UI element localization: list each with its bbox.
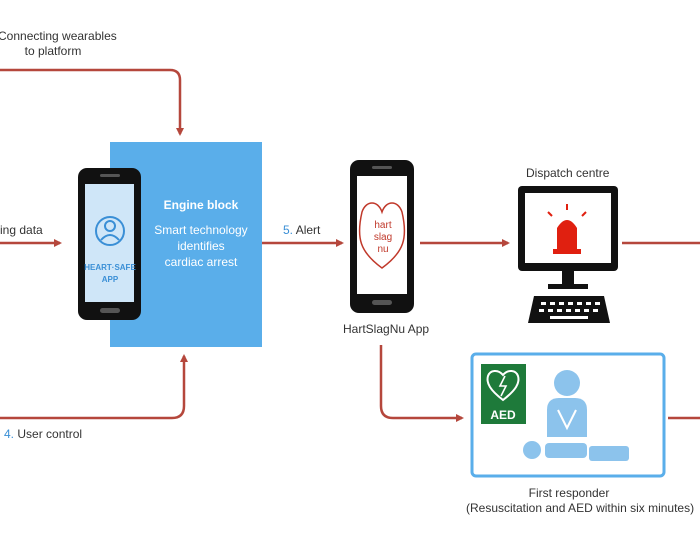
- connecting-wearables-line2: to platform: [24, 44, 82, 58]
- alert-number: 5.: [283, 223, 294, 237]
- alert-text: Alert: [295, 223, 321, 237]
- responder-person-icon: [523, 370, 629, 461]
- user-control-text: User control: [17, 427, 83, 441]
- engine-block-title: Engine block: [163, 198, 239, 212]
- connecting-wearables-label: Connecting wearables to platform: [0, 29, 117, 59]
- dispatch-computer: [518, 186, 618, 323]
- arrow-connecting-wearables: [0, 68, 184, 136]
- engine-line-3: cardiac arrest: [164, 255, 238, 269]
- arrows: [0, 68, 700, 422]
- arrow-user-control: [0, 354, 188, 420]
- engine-block-text: Smart technology identifies cardiac arre…: [140, 222, 262, 270]
- user-control-number: 4.: [4, 427, 15, 441]
- hartslagnu-heart-icon: [358, 202, 406, 269]
- user-icon: [95, 216, 125, 246]
- arrow-to-first-responder: [379, 345, 464, 422]
- hartslagnu-logo-1: hart: [374, 220, 391, 231]
- keyboard-icon: [528, 296, 610, 323]
- hartslagnu-app-label: HartSlagNu App: [343, 322, 430, 336]
- sending-data-label: ing data: [0, 223, 43, 237]
- dispatch-centre-label: Dispatch centre: [526, 166, 610, 180]
- alert-label: 5. Alert: [283, 223, 320, 238]
- hartslagnu-phone: hart slag nu: [350, 160, 414, 313]
- siren-icon: [547, 204, 587, 254]
- connecting-wearables-line1: Connecting wearables: [0, 29, 117, 43]
- aed-box: AED: [481, 364, 526, 424]
- first-responder-label: First responder (Resuscitation and AED w…: [466, 486, 695, 516]
- heart-safe-brand-1: HEART·SAFE: [84, 263, 136, 272]
- hartslagnu-logo-2: slag: [374, 232, 392, 243]
- heart-safe-brand-2: APP: [102, 275, 119, 284]
- user-control-label: 4. User control: [4, 427, 82, 442]
- hartslagnu-logo-3: nu: [377, 244, 388, 255]
- engine-line-1: Smart technology: [154, 223, 248, 237]
- first-responder-title: First responder: [528, 486, 610, 500]
- engine-line-2: identifies: [177, 239, 225, 253]
- aed-label: AED: [490, 408, 516, 422]
- first-responder-detail: (Resuscitation and AED within six minute…: [466, 501, 695, 515]
- first-responder-screen: AED: [470, 352, 666, 478]
- heart-safe-phone: HEART·SAFE APP: [78, 168, 141, 320]
